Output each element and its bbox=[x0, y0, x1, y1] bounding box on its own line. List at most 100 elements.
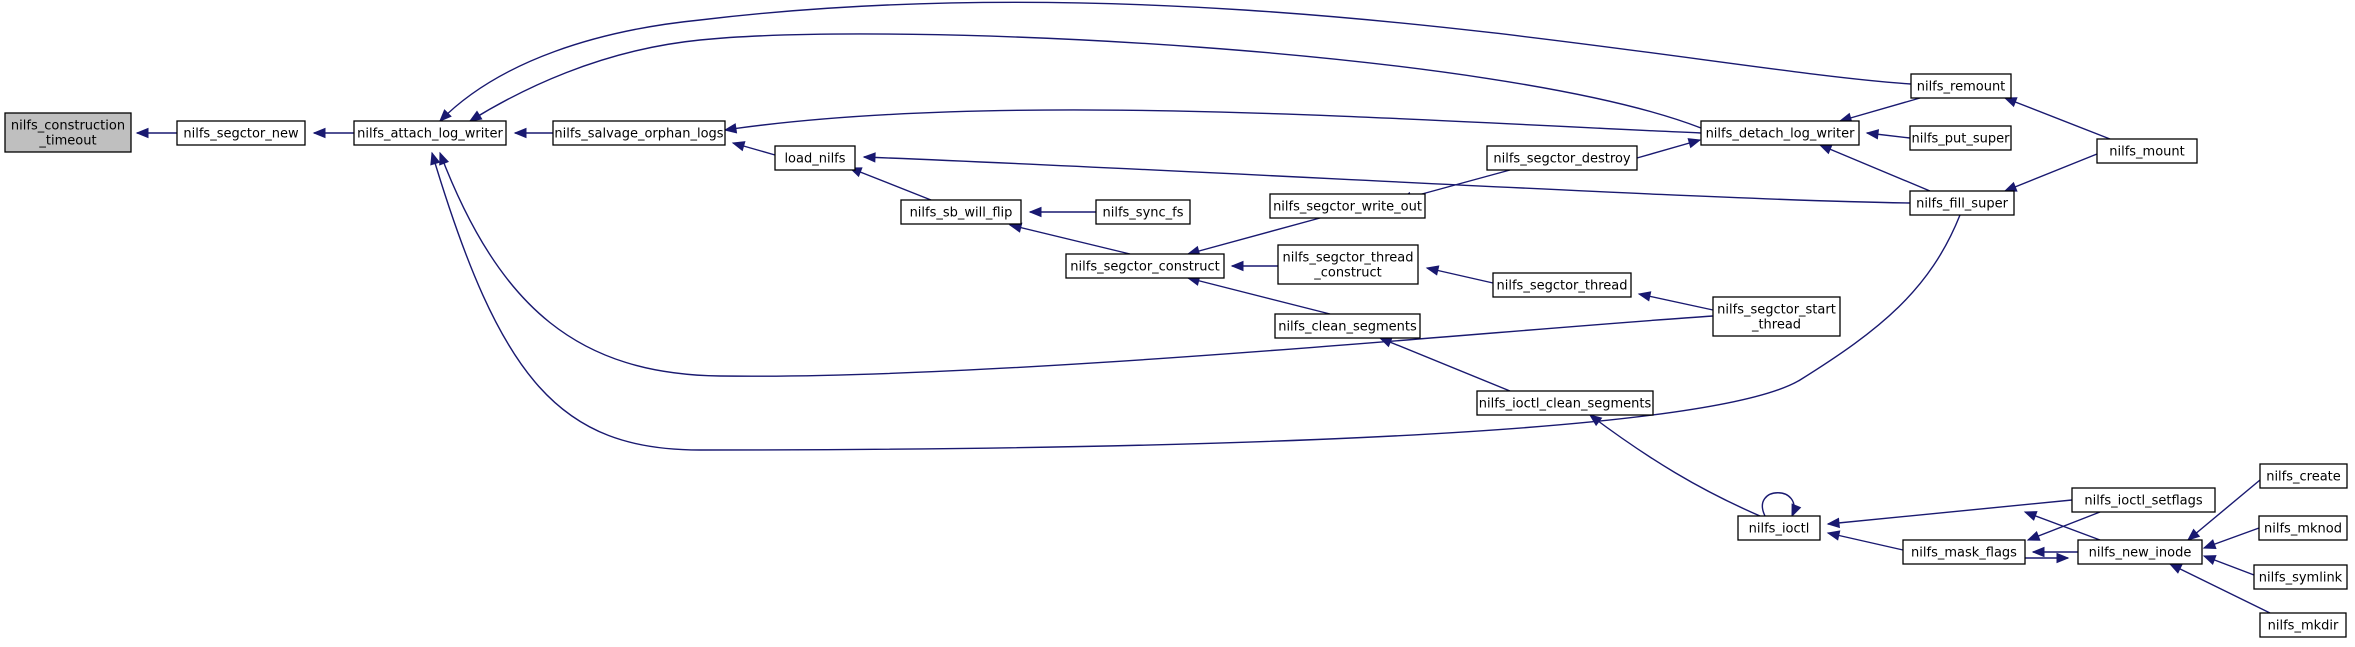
node-box bbox=[1902, 539, 2026, 565]
e-create-newinode bbox=[2186, 479, 2261, 541]
arrowhead bbox=[2031, 546, 2045, 558]
node-box bbox=[900, 199, 1022, 225]
e-newinode-maskflags bbox=[2031, 546, 2078, 558]
node-label: nilfs_symlink bbox=[2259, 571, 2343, 586]
node-symlink[interactable]: nilfs_symlink bbox=[2253, 564, 2348, 590]
arrowhead bbox=[2202, 555, 2217, 565]
e-fillsuper-detach bbox=[1818, 144, 1931, 192]
node-detach-log-writer[interactable]: nilfs_detach_log_writer bbox=[1700, 120, 1860, 146]
node-mkdir[interactable]: nilfs_mkdir bbox=[2259, 612, 2347, 638]
edge-line bbox=[439, 1, 1912, 122]
e-mount-remount bbox=[2003, 97, 2111, 140]
node-label: nilfs_mkdir bbox=[2268, 619, 2339, 634]
arrowhead bbox=[1028, 206, 1042, 218]
node-label: nilfs_remount bbox=[1917, 80, 2006, 95]
node-label: nilfs_mount bbox=[2109, 145, 2185, 160]
node-remount[interactable]: nilfs_remount bbox=[1910, 73, 2012, 99]
node-new-inode[interactable]: nilfs_new_inode bbox=[2077, 539, 2203, 565]
node-construction-timeout[interactable]: nilfs_construction_timeout bbox=[4, 112, 132, 153]
arrowhead bbox=[430, 151, 441, 166]
arrowhead bbox=[468, 110, 483, 122]
node-label: nilfs_segctor_write_out bbox=[1273, 200, 1422, 215]
node-box bbox=[1065, 253, 1225, 279]
node-salvage-orphan-logs[interactable]: nilfs_salvage_orphan_logs bbox=[552, 120, 726, 146]
node-label: nilfs_construction bbox=[11, 119, 125, 134]
e-attach-segctor_new bbox=[312, 127, 354, 139]
node-load-nilfs[interactable]: load_nilfs bbox=[774, 145, 856, 171]
node-box bbox=[1269, 193, 1426, 219]
e-load-salvage bbox=[731, 141, 776, 156]
node-box bbox=[2096, 138, 2198, 164]
e-putsuper-detach bbox=[1865, 129, 1911, 140]
e-setflags-ioctl bbox=[1826, 499, 2073, 529]
node-ioctl[interactable]: nilfs_ioctl bbox=[1737, 515, 1821, 541]
node-box bbox=[1476, 390, 1654, 416]
e-detach-salvage bbox=[723, 109, 1702, 134]
node-label: nilfs_create bbox=[2266, 470, 2341, 485]
node-label: nilfs_fill_super bbox=[1916, 197, 2008, 212]
e-maskflags-ioctl bbox=[1826, 530, 1904, 551]
node-segctor-thread[interactable]: nilfs_segctor_thread bbox=[1492, 272, 1632, 298]
node-label: nilfs_sb_will_flip bbox=[910, 206, 1013, 221]
e-destroy-detach bbox=[1636, 138, 1702, 159]
node-ioctl-clean-segments[interactable]: nilfs_ioctl_clean_segments bbox=[1476, 390, 1654, 416]
edge-line bbox=[849, 167, 932, 201]
node-sync-fs[interactable]: nilfs_sync_fs bbox=[1095, 199, 1191, 225]
node-box bbox=[2077, 539, 2203, 565]
node-segctor-destroy[interactable]: nilfs_segctor_destroy bbox=[1486, 145, 1638, 171]
e-setflags-maskflags bbox=[2026, 511, 2101, 541]
arrowhead bbox=[1588, 414, 1603, 427]
edge-line bbox=[1009, 224, 1131, 255]
node-mknod[interactable]: nilfs_mknod bbox=[2258, 515, 2348, 541]
e-detach-attach bbox=[468, 33, 1702, 129]
node-segctor-thread-construct[interactable]: nilfs_segctor_thread_construct bbox=[1277, 244, 1419, 285]
node-segctor-construct[interactable]: nilfs_segctor_construct bbox=[1065, 253, 1225, 279]
e-construct-sbflip bbox=[1008, 222, 1131, 255]
node-label: nilfs_ioctl_setflags bbox=[2084, 494, 2203, 509]
e-fillsuper-attach bbox=[430, 151, 1961, 451]
node-segctor-new[interactable]: nilfs_segctor_new bbox=[176, 120, 306, 146]
node-label: nilfs_segctor_construct bbox=[1070, 260, 1219, 275]
node-box bbox=[1492, 272, 1632, 298]
node-clean-segments[interactable]: nilfs_clean_segments bbox=[1274, 313, 1421, 339]
arrowhead bbox=[731, 141, 746, 152]
edge-line bbox=[1638, 293, 1714, 311]
edge-line bbox=[469, 33, 1702, 129]
edge-line bbox=[2004, 97, 2111, 140]
edges bbox=[135, 1, 2271, 614]
node-create[interactable]: nilfs_create bbox=[2259, 463, 2348, 489]
node-label: nilfs_ioctl_clean_segments bbox=[1479, 397, 1652, 412]
node-fill-super[interactable]: nilfs_fill_super bbox=[1909, 190, 2015, 216]
node-box bbox=[552, 120, 726, 146]
edge-line bbox=[1589, 414, 1761, 517]
arrowhead bbox=[1637, 291, 1652, 302]
arrowhead bbox=[862, 152, 876, 163]
node-mask-flags[interactable]: nilfs_mask_flags bbox=[1902, 539, 2026, 565]
node-put-super[interactable]: nilfs_put_super bbox=[1909, 125, 2012, 151]
node-label: _timeout bbox=[38, 134, 96, 149]
node-mount[interactable]: nilfs_mount bbox=[2096, 138, 2198, 164]
node-label: nilfs_detach_log_writer bbox=[1706, 127, 1856, 142]
edge-line bbox=[1187, 217, 1321, 255]
node-sb-will-flip[interactable]: nilfs_sb_will_flip bbox=[900, 199, 1022, 225]
arrowhead bbox=[2202, 539, 2217, 549]
node-box bbox=[1274, 313, 1421, 339]
node-box bbox=[4, 112, 132, 153]
node-segctor-start-thread[interactable]: nilfs_segctor_start_thread bbox=[1712, 296, 1841, 337]
node-box bbox=[1486, 145, 1638, 171]
node-attach-log-writer[interactable]: nilfs_attach_log_writer bbox=[353, 120, 507, 146]
node-box bbox=[1737, 515, 1821, 541]
edge-line bbox=[1819, 144, 1931, 192]
node-label: nilfs_clean_segments bbox=[1278, 320, 1417, 335]
node-label: nilfs_segctor_thread bbox=[1497, 279, 1628, 294]
node-segctor-write-out[interactable]: nilfs_segctor_write_out bbox=[1269, 193, 1426, 219]
arrowhead bbox=[1687, 138, 1702, 149]
arrowhead bbox=[1818, 144, 1833, 155]
arrowhead bbox=[439, 109, 452, 122]
e-segctor_new-construction bbox=[135, 127, 177, 139]
edge-line bbox=[1379, 337, 1511, 392]
node-ioctl-setflags[interactable]: nilfs_ioctl_setflags bbox=[2071, 487, 2216, 513]
edge-line bbox=[1827, 499, 2073, 525]
arrowhead bbox=[1230, 260, 1244, 272]
